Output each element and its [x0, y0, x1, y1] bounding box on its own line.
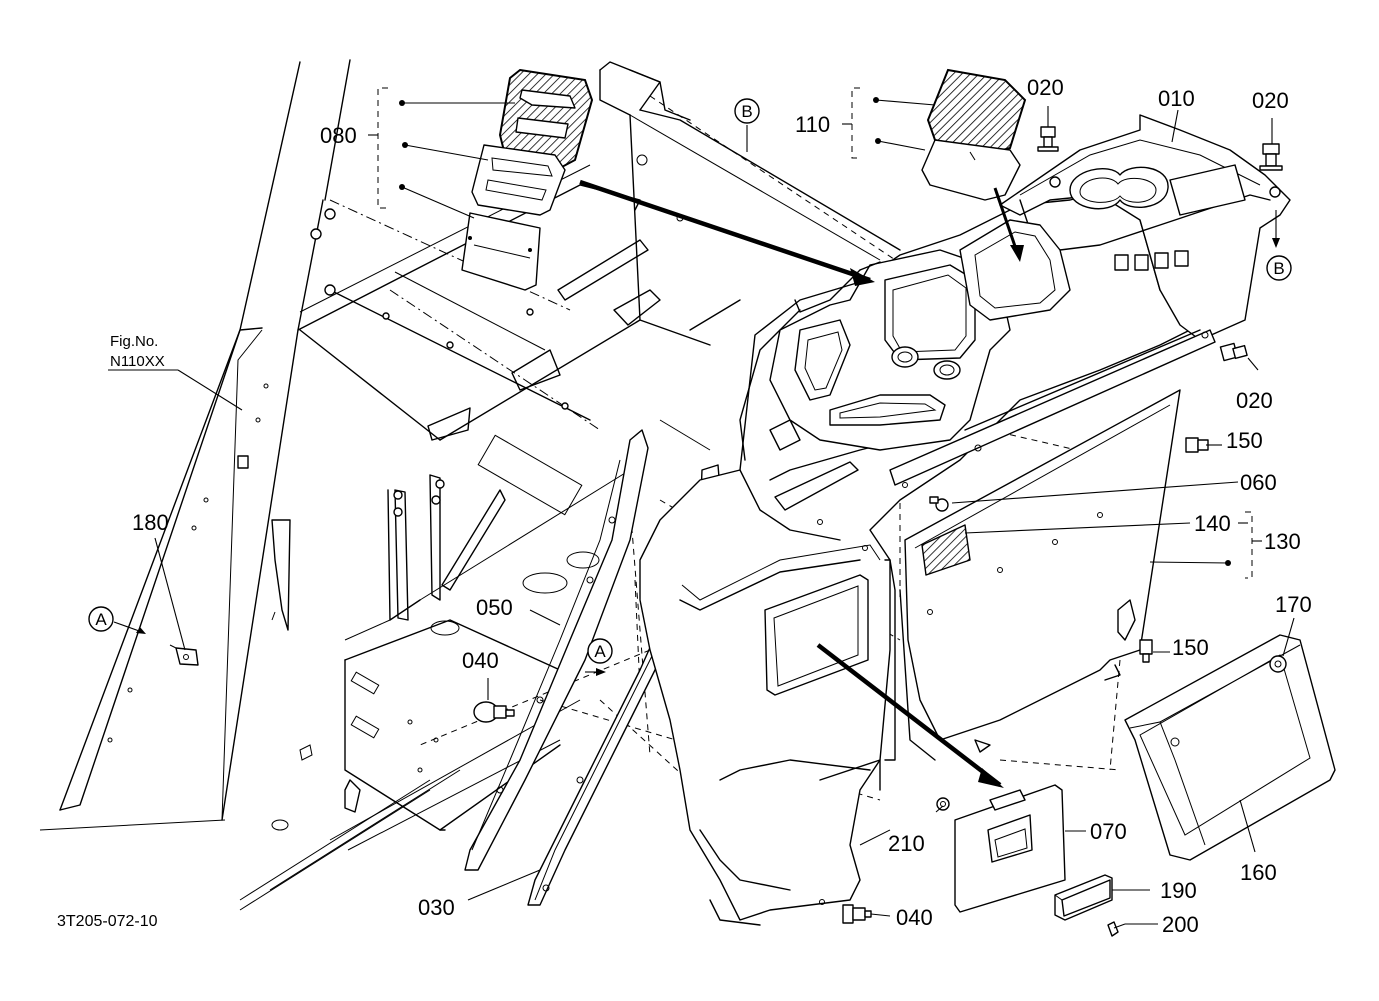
bolt-150-a — [1185, 437, 1209, 453]
label-210: 210 — [888, 831, 925, 856]
ref-circle-a-center: A — [587, 638, 613, 664]
reference-markers: A A B B — [88, 98, 1292, 664]
rail-part-050 — [464, 429, 649, 871]
drawing-code: 3T205-072-10 — [57, 913, 158, 930]
label-140: 140 — [1194, 511, 1231, 536]
fig-ref-line1: Fig.No. — [110, 333, 158, 350]
dash-panel — [769, 249, 1011, 451]
console-lower-rail — [889, 329, 1216, 486]
label-180: 180 — [132, 510, 169, 535]
label-150-a: 150 — [1226, 428, 1263, 453]
leader-lines — [108, 87, 1295, 925]
label-070: 070 — [1090, 819, 1127, 844]
label-200: 200 — [1162, 912, 1199, 937]
figure-reference: Fig.No. N110XX — [110, 333, 165, 370]
pad-part-110 — [921, 68, 1027, 201]
console-cover-part-010 — [999, 114, 1291, 341]
label-030: 030 — [418, 895, 455, 920]
block-part-190 — [1054, 874, 1113, 921]
label-190: 190 — [1160, 878, 1197, 903]
fig-ref-line2: N110XX — [110, 353, 165, 370]
label-170: 170 — [1275, 592, 1312, 617]
assembly-arrows — [579, 179, 1024, 788]
bolt-150-b — [1139, 639, 1153, 663]
screw-200 — [1107, 921, 1126, 937]
label-040-a: 040 — [462, 648, 499, 673]
label-160: 160 — [1240, 860, 1277, 885]
label-130: 130 — [1264, 529, 1301, 554]
ref-b-right-text: B — [1273, 259, 1284, 278]
bracket-part-180 — [169, 644, 199, 666]
leader-dots — [399, 97, 1231, 566]
tray-part-160 — [1124, 634, 1336, 861]
ref-a-left-text: A — [95, 610, 107, 629]
label-020-b: 020 — [1252, 88, 1289, 113]
floor-frame — [239, 164, 641, 911]
ref-circle-b-top: B — [734, 98, 760, 124]
ref-a-center-text: A — [594, 642, 606, 661]
ref-circle-b-right: B — [1266, 255, 1292, 281]
label-010: 010 — [1158, 86, 1195, 111]
screw-060 — [929, 496, 949, 512]
label-020-c: 020 — [1236, 388, 1273, 413]
label-110: 110 — [795, 112, 830, 137]
label-020-a: 020 — [1027, 75, 1064, 100]
bolt-040-b — [842, 904, 872, 924]
label-060: 060 — [1240, 470, 1277, 495]
label-150-b: 150 — [1172, 635, 1209, 660]
label-050: 050 — [476, 595, 513, 620]
cover-plate-part-070 — [954, 784, 1066, 913]
pedal-pad-part-080 — [461, 68, 594, 291]
bolt-020-c — [1219, 342, 1248, 362]
bolt-020-a — [1037, 126, 1059, 152]
side-panel-part-130 — [899, 389, 1181, 761]
hardware-bolts — [310, 126, 1283, 937]
ref-circle-a-left: A — [88, 606, 114, 632]
ref-b-top-text: B — [741, 102, 752, 121]
bolt-020-b — [1259, 143, 1283, 171]
bolt-040-a — [473, 701, 515, 723]
label-080: 080 — [320, 123, 357, 148]
cab-frame-left — [39, 59, 351, 831]
panel-opening — [959, 219, 1071, 321]
part-labels: 010 020 020 020 030 040 040 050 060 070 … — [132, 75, 1312, 937]
label-040-b: 040 — [896, 905, 933, 930]
nut-210 — [936, 797, 950, 811]
